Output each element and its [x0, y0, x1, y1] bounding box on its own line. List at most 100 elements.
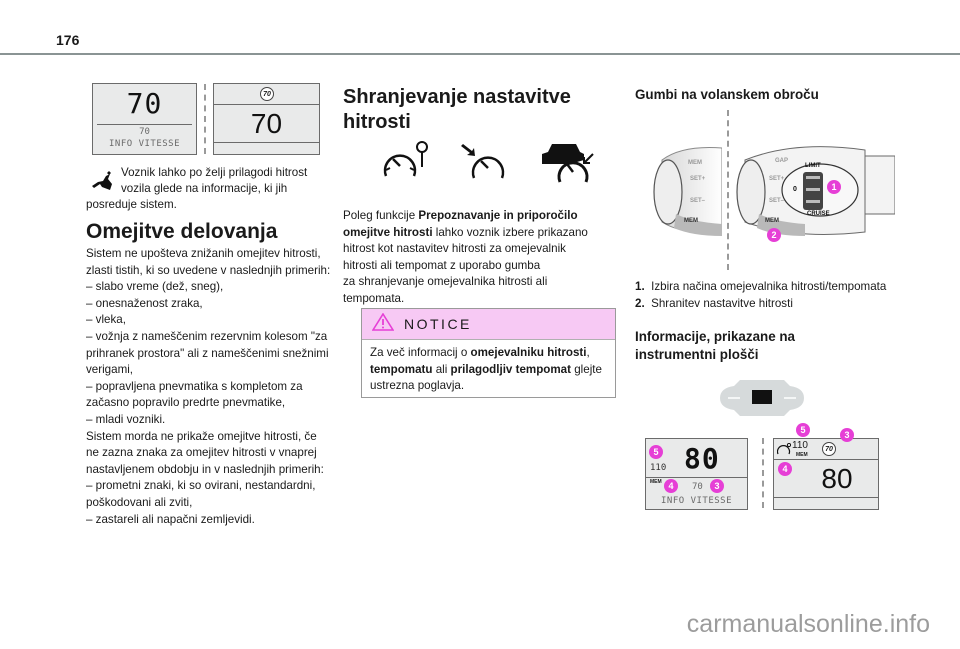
speedometer-memory-small-icon [776, 442, 792, 460]
notice-text: Za več informacij o [370, 346, 471, 359]
lcd-divider [97, 124, 192, 125]
stalk-label-limit: LIMIT [805, 163, 821, 169]
notice-box: NOTICE Za več informacij o omejevalniku … [361, 308, 616, 398]
header-rule [0, 53, 960, 55]
paragraph-line: Sistem ne upošteva znižanih omejitev hit… [86, 247, 321, 260]
notice-header: NOTICE [362, 309, 615, 340]
paragraph-line: verigami, [86, 363, 134, 377]
para-line: hitrost kot nastavitev hitrosti za omeje… [343, 242, 566, 256]
paragraph-line: – slabo vreme (dež, sneg), [86, 280, 224, 294]
lcd-divider [774, 497, 878, 498]
paragraph-line: – prometni znaki, ki so ovirani, nestand… [86, 479, 316, 493]
section-title-steering-buttons: Gumbi na volanskem obroču [635, 87, 819, 102]
paragraph-line: zlasti tistih, ki so uvedene v naslednji… [86, 263, 331, 277]
lcd-divider [646, 477, 747, 478]
paragraph-line: – zastareli ali napačni zemljevidi. [86, 512, 255, 526]
para-line: hitrosti ali tempomat z uporabo gumba [343, 258, 541, 272]
paragraph-line: prihranek prostora" ali z nameščenimi sn… [86, 346, 329, 360]
tip-text-line3: posreduje sistem. [86, 198, 177, 211]
instrument-panel-icon [720, 378, 804, 418]
para-bold: omejitve hitrosti [343, 225, 433, 239]
section-title-save-speed: Shranjevanje nastavitve hitrosti [343, 85, 571, 135]
title-line1: Informacije, prikazane na [635, 329, 796, 344]
stalk-illustration-cruise: GAP SET+ SET– MEM LIMIT CRUISE 0 1 2 [735, 140, 896, 245]
stalk-label-gap: GAP [775, 158, 789, 164]
lcd-divider [214, 104, 319, 105]
lcd-display-sign-mem: 110 MEM 70 80 [773, 438, 879, 510]
speed-limit-sign-icon: 70 [260, 87, 274, 101]
callout-5: 5 [649, 445, 663, 459]
list-item: 2. Shranitev nastavitve hitrosti [635, 296, 886, 313]
para-line: za shranjevanje omejevalnika hitrosti al… [343, 275, 548, 289]
list-text: Shranitev nastavitve hitrosti [651, 296, 793, 310]
paragraph-line: ne zazna znaka za omejitev hitrosti v vn… [86, 446, 317, 460]
speedometer-memory-icon [460, 140, 510, 180]
title-line2: hitrosti [343, 111, 411, 133]
lcd-speed: 70 [250, 108, 283, 139]
stalk-illustration-limiter: MEM SET+ SET– MEM [652, 140, 723, 240]
speedometer-limit-icon [382, 140, 432, 180]
speed-limit-sign-icon: 70 [822, 442, 836, 456]
paragraph-line: poškodovani ali zviti, [86, 495, 193, 509]
callout-4: 4 [778, 462, 792, 476]
tip-text-line1: Voznik lahko po želji prilagodi hitrost [121, 166, 308, 179]
lcd-label: INFO VITESSE [660, 496, 733, 506]
lcd-mem-speed: 110 [650, 463, 667, 473]
section-title-instrument-info: Informacije, prikazane na instrumentni p… [635, 328, 795, 364]
lcd-display-sign: 70 70 [213, 83, 320, 155]
lcd-mem-label: MEM [796, 452, 808, 458]
lcd-sub-speed: 70 [692, 482, 703, 492]
stalk-label-set-plus: SET+ [690, 176, 706, 182]
notice-text: ali [432, 362, 451, 376]
stalk-label-set-minus: SET– [690, 198, 706, 204]
lcd-divider [774, 459, 878, 460]
callout-1: 1 [827, 180, 841, 194]
list-num: 2. [635, 296, 645, 310]
stalk-label-zero: 0 [793, 186, 797, 193]
paragraph-line: Sistem morda ne prikaže omejitve hitrost… [86, 429, 317, 443]
lcd-speed: 80 [821, 463, 853, 494]
stalk-label-mem: MEM [765, 218, 779, 224]
lcd-mem-speed: 110 [792, 440, 808, 451]
para-bold: Prepoznavanje in priporočilo [418, 209, 578, 222]
save-speed-paragraph: Poleg funkcije Prepoznavanje in priporoč… [343, 208, 618, 308]
stalk-label-cruise: CRUISE [807, 211, 830, 217]
buttons-list: 1. Izbira načina omejevalnika hitrosti/t… [635, 279, 886, 312]
title-line1: Shranjevanje nastavitve [343, 86, 571, 108]
stalk-label-mem-top: MEM [688, 160, 702, 166]
notice-link-adaptive-cruise: prilagodljiv tempomat [450, 362, 571, 376]
paragraph-line: nastavljenem obdobju in v naslednjih pri… [86, 462, 324, 476]
lcd-label: INFO VITESSE [108, 139, 181, 149]
para-text: lahko voznik izbere prikazano [432, 225, 588, 239]
callout-2: 2 [767, 228, 781, 242]
list-num: 1. [635, 280, 645, 293]
callout-3: 3 [710, 479, 724, 493]
lcd-display-info-vitesse: 70 70 INFO VITESSE [92, 83, 197, 155]
notice-text: , [586, 346, 590, 359]
lcd-divider [214, 142, 319, 143]
notice-title: NOTICE [404, 316, 472, 332]
tip-hand-icon [90, 170, 116, 194]
lcd-mem-label: MEM [650, 479, 662, 485]
lcd-display-info-vitesse-mem: 5 110 80 MEM 4 70 3 INFO VITESSE [645, 438, 748, 510]
callout-5: 5 [796, 423, 810, 437]
paragraph-line: – vleka, [86, 313, 126, 327]
section-title-limitations: Omejitve delovanja [86, 220, 278, 243]
watermark: carmanualsonline.info [686, 610, 930, 638]
lcd-speed: 80 [684, 442, 720, 475]
callout-3: 3 [840, 428, 854, 442]
notice-text: ustrezna poglavja. [370, 379, 465, 393]
list-text: Izbira načina omejevalnika hitrosti/temp… [651, 280, 887, 293]
limitations-paragraph: Sistem ne upošteva znižanih omejitev hit… [86, 246, 346, 528]
paragraph-line: – popravljena pnevmatika s kompletom za [86, 379, 303, 393]
notice-link-speed-limiter: omejevalniku hitrosti [470, 346, 587, 359]
stalk-label-set-minus: SET– [769, 198, 785, 204]
display-separator [762, 438, 764, 508]
stalk-label-mem: MEM [684, 218, 698, 224]
stalk-separator [727, 110, 729, 270]
notice-body: Za več informacij o omejevalniku hitrost… [362, 340, 615, 400]
notice-text: glejte [571, 362, 602, 376]
lcd-speed: 70 [126, 87, 163, 120]
stalk-label-set-plus: SET+ [769, 176, 785, 182]
para-text: Poleg funkcije [343, 209, 419, 222]
